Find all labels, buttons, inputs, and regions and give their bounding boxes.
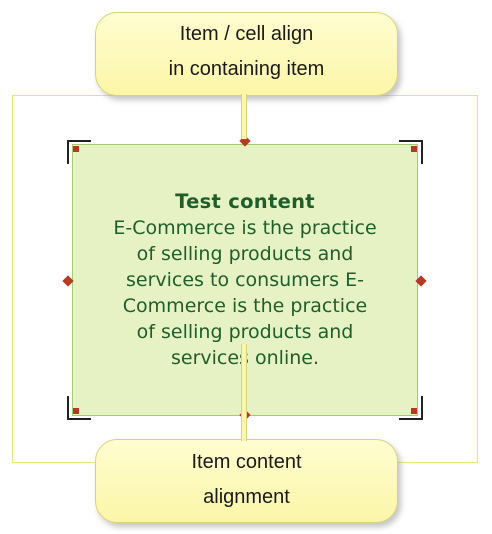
content-body: E-Commerce is the practice of selling pr… bbox=[81, 215, 409, 371]
callout-cell-align: Item / cell align in containing item bbox=[95, 12, 398, 96]
callout-text-line: Item content bbox=[191, 451, 302, 473]
corner-handle-top-left[interactable] bbox=[67, 140, 91, 164]
content-line: of selling products and bbox=[136, 321, 354, 343]
corner-handle-bottom-left[interactable] bbox=[67, 396, 91, 420]
content-line: E-Commerce is the practice bbox=[113, 217, 377, 239]
corner-handle-top-right[interactable] bbox=[399, 140, 423, 164]
callout-content-alignment: Item content alignment bbox=[95, 439, 398, 523]
content-text: Test content E-Commerce is the practice … bbox=[73, 189, 417, 371]
callout-text-line: in containing item bbox=[168, 58, 325, 80]
callout-text-line: Item / cell align bbox=[179, 23, 314, 45]
content-line: Commerce is the practice bbox=[122, 295, 368, 317]
callout-pointer-bottom bbox=[241, 344, 247, 441]
content-title: Test content bbox=[175, 190, 315, 213]
callout-pointer-top bbox=[241, 94, 247, 139]
content-line: of selling products and bbox=[136, 243, 354, 265]
content-line: services to consumers E- bbox=[126, 269, 364, 291]
corner-handle-bottom-right[interactable] bbox=[399, 396, 423, 420]
callout-text-line: alignment bbox=[203, 486, 290, 508]
